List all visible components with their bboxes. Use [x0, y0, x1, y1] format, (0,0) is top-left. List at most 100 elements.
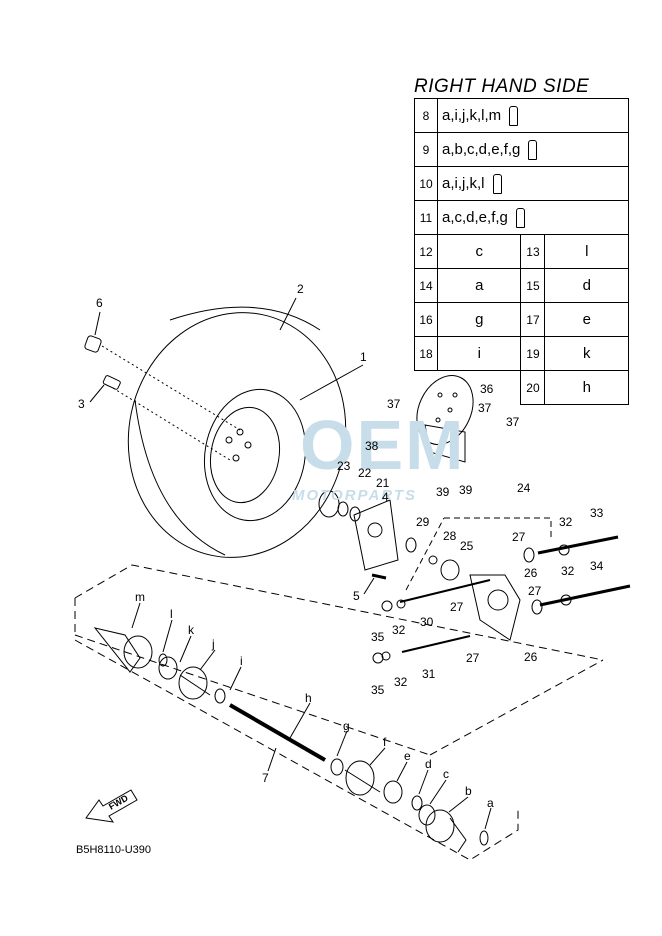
knuckle-assembly: [469, 574, 521, 641]
callout-27d: 27: [466, 651, 480, 665]
callout-26b: 26: [524, 650, 538, 664]
row-value: d: [544, 268, 629, 303]
callout-1: 1: [360, 350, 367, 364]
callout-c: c: [443, 767, 449, 781]
callout-34: 34: [590, 559, 604, 573]
callout-4: 4: [382, 490, 389, 504]
callout-24: 24: [517, 481, 531, 495]
forward-arrow-icon: [85, 789, 138, 823]
row-number: 10: [414, 166, 438, 201]
circlip-c: [418, 804, 436, 826]
row-value: l: [544, 234, 629, 269]
band-e: [383, 780, 403, 804]
watermark-logo: OEM: [300, 406, 466, 484]
callout-37c: 37: [506, 415, 520, 429]
table-row: 18 i 19 k: [414, 336, 629, 371]
callout-23: 23: [337, 459, 351, 473]
band-g: [330, 758, 344, 776]
table-title: RIGHT HAND SIDE: [414, 76, 590, 97]
row-number: 14: [414, 268, 438, 303]
callout-7: 7: [262, 771, 269, 785]
table-row: 20 h: [415, 370, 629, 405]
hub-bracket: [424, 424, 466, 463]
shaft-cv-joint-outer: [93, 627, 153, 673]
shaft-31: [401, 635, 471, 653]
row-number: 9: [414, 132, 438, 167]
row-value: k: [544, 336, 629, 371]
callout-29: 29: [416, 515, 430, 529]
callout-32d: 32: [394, 675, 408, 689]
grease-tube-icon: [509, 105, 519, 126]
callout-m: m: [135, 590, 145, 604]
row-value: i: [436, 336, 522, 371]
row-number: 15: [520, 268, 546, 303]
callout-21: 21: [376, 476, 390, 490]
bolt-5: [371, 573, 387, 580]
circlip-l: [158, 653, 168, 667]
diagram-code: B5H8110-U390: [76, 844, 152, 856]
callout-30: 30: [420, 615, 434, 629]
row-value: a,i,j,k,l: [437, 166, 629, 201]
callout-f: f: [383, 735, 387, 749]
callout-32b: 32: [561, 564, 575, 578]
washer-32d: [381, 651, 391, 661]
bolt-34: [539, 584, 631, 607]
shaft-30: [399, 579, 491, 603]
row-value: a,c,d,e,f,g: [437, 200, 629, 235]
callout-b: b: [465, 784, 472, 798]
table-row: 14 a 15 d: [414, 268, 629, 303]
row-value: e: [544, 302, 629, 337]
row-number: 13: [520, 234, 546, 269]
band-i: [214, 688, 226, 704]
row-value: c: [436, 234, 522, 269]
callout-6: 6: [96, 296, 103, 310]
wheel-stud: [102, 375, 121, 390]
row-number: 11: [414, 200, 438, 235]
table-row: 8 a,i,j,k,l,m: [414, 98, 629, 133]
grease-tube-icon: [515, 207, 525, 228]
callout-3: 3: [78, 397, 85, 411]
callout-38: 38: [365, 439, 379, 453]
callout-k: k: [188, 623, 194, 637]
table-row: 12 c 13 l: [414, 234, 629, 269]
callout-g: g: [343, 719, 350, 733]
bolt-33: [537, 535, 619, 555]
callout-5: 5: [353, 589, 360, 603]
shaft-h: [228, 703, 327, 762]
collar-27a: [523, 547, 535, 563]
callout-22: 22: [358, 466, 372, 480]
callout-d: d: [425, 757, 432, 771]
table-row: 16 g 17 e: [414, 302, 629, 337]
wheel-nut: [84, 335, 102, 353]
wheel-hub: [353, 499, 399, 571]
row-value: a,b,c,d,e,f,g: [437, 132, 629, 167]
callout-25: 25: [460, 539, 474, 553]
callout-37b: 37: [478, 401, 492, 415]
bearing-25: [440, 559, 460, 581]
row-value: h: [544, 370, 629, 405]
callout-32c: 32: [392, 623, 406, 637]
clip-d: [411, 795, 423, 811]
row-value: a,i,j,k,l,m: [437, 98, 629, 133]
row-number: 20: [520, 370, 546, 405]
row-number: 18: [414, 336, 438, 371]
table-row: 11 a,c,d,e,f,g: [414, 200, 629, 235]
washer-32b: [560, 594, 572, 606]
callout-j: j: [212, 637, 215, 651]
callout-27c: 27: [528, 584, 542, 598]
table-row: 9 a,b,c,d,e,f,g: [414, 132, 629, 167]
nut-35a: [381, 600, 393, 612]
row-number: 19: [520, 336, 546, 371]
watermark-subtext: MOTORPARTS: [292, 487, 418, 504]
callout-39a: 39: [436, 485, 450, 499]
callout-a: a: [487, 796, 494, 810]
callout-31: 31: [422, 667, 436, 681]
brake-disc: [416, 375, 474, 445]
hub-washer-2: [349, 506, 361, 522]
callout-e: e: [404, 749, 411, 763]
row-number: 12: [414, 234, 438, 269]
callout-2: 2: [297, 282, 304, 296]
nut-35b: [372, 652, 384, 664]
wheel-rim: [203, 388, 307, 522]
